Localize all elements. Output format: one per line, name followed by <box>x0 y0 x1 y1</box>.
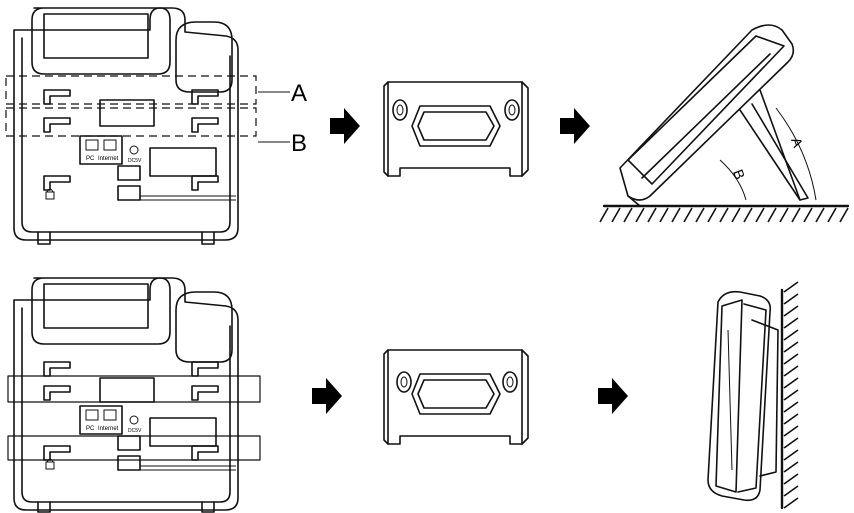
power-label: DC5V <box>128 158 142 164</box>
callout-a-label: A <box>291 80 307 107</box>
step-arrow-icon <box>560 108 590 144</box>
angle-b-label: B <box>730 167 748 181</box>
port-internet-label: Internet <box>98 156 119 162</box>
stand-bracket <box>383 81 529 177</box>
port-pc-label: PC <box>86 156 95 162</box>
power-label-wall: DC5V <box>128 428 142 434</box>
stand-bracket <box>383 349 529 445</box>
step-arrow-icon <box>312 378 342 414</box>
phone-side-desk: B A <box>619 24 817 207</box>
mount-band-top <box>7 375 261 403</box>
callout-b-label: B <box>291 130 307 157</box>
port-block <box>79 135 123 165</box>
mount-band-b <box>5 107 257 137</box>
power-jack <box>129 145 139 155</box>
angle-a-label: A <box>788 135 806 150</box>
phone-back-desk: PC Internet DC5V <box>5 7 257 245</box>
port-pc-label-wall: PC <box>86 426 95 432</box>
step-arrow-icon <box>330 108 360 144</box>
desk-surface <box>599 204 850 223</box>
wall-surface <box>780 281 799 510</box>
phone-back-wall: PC Internet DC5V <box>7 277 261 513</box>
mount-band-a <box>5 75 257 105</box>
step-arrow-icon <box>598 378 628 414</box>
port-internet-label-wall: Internet <box>98 426 119 432</box>
phone-side-wall <box>707 290 779 502</box>
